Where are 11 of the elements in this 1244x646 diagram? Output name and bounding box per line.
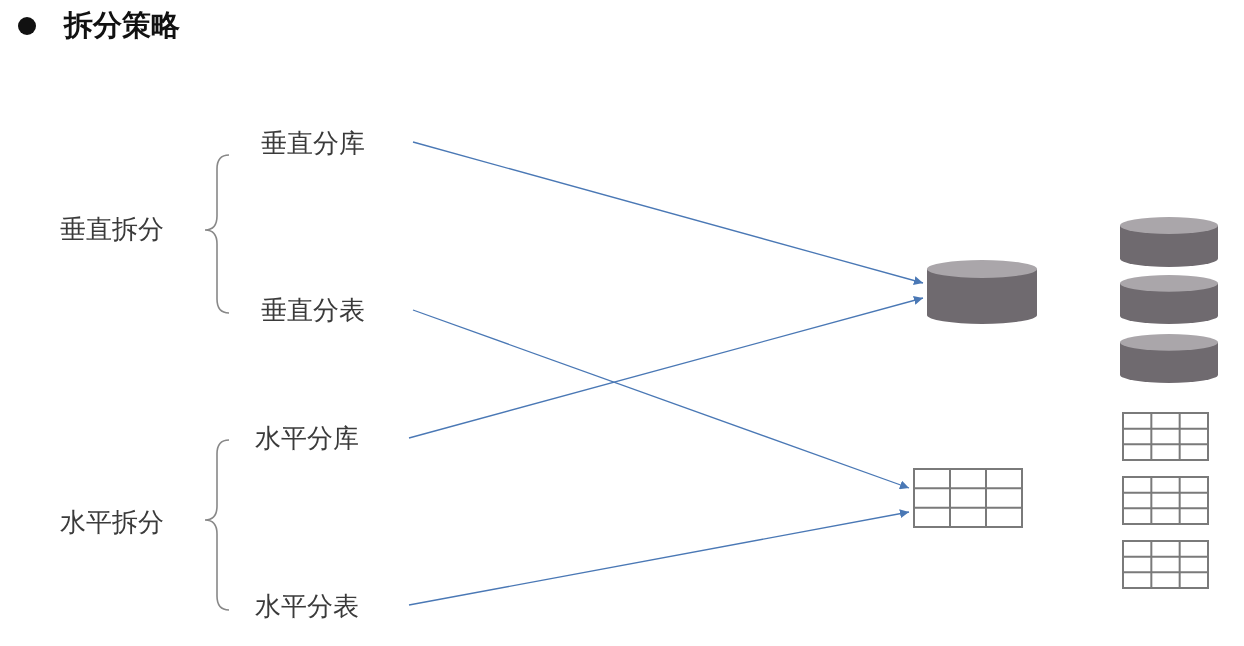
node-label: 水平分库	[255, 422, 360, 455]
arrow	[412, 309, 910, 490]
node-label: 垂直分库	[261, 127, 366, 160]
arrow	[412, 141, 924, 285]
arrow	[408, 296, 924, 439]
node-label: 垂直分表	[261, 294, 366, 327]
node-label: 水平拆分	[60, 506, 165, 539]
arrow	[408, 509, 910, 606]
title: 拆分策略	[64, 7, 180, 44]
node-label: 垂直拆分	[60, 213, 165, 246]
node-label: 水平分表	[255, 590, 360, 623]
